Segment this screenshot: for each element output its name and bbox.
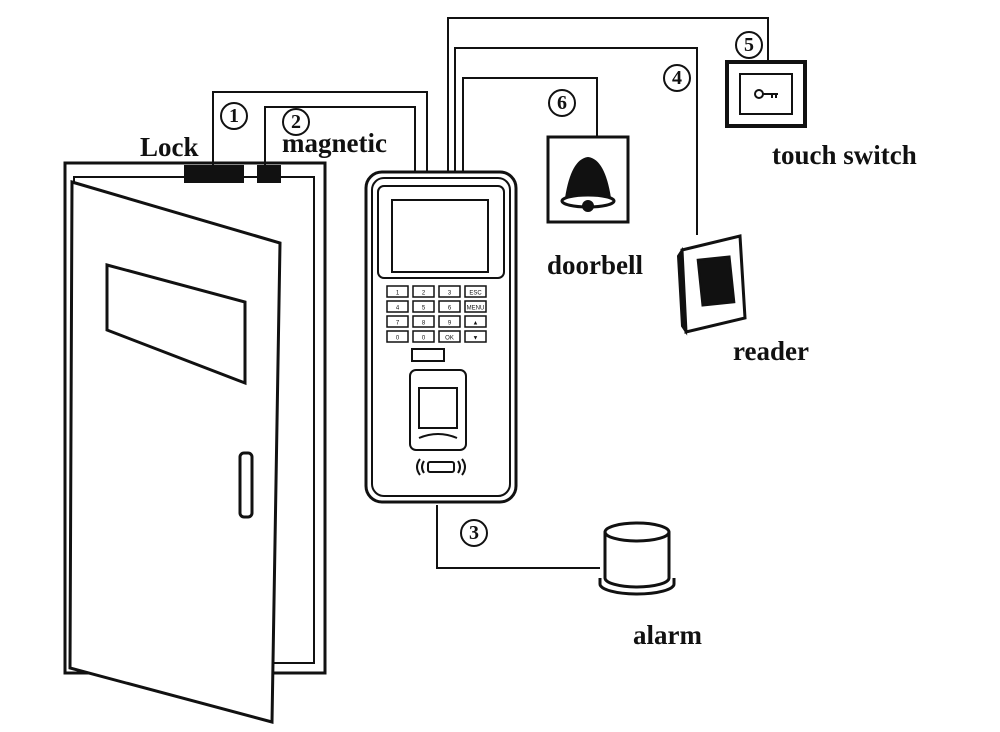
- keypad-key-label: ESC: [469, 291, 482, 297]
- keypad-key: [464, 315, 487, 328]
- connection-4-badge: 4: [663, 64, 691, 92]
- connection-1-badge: 1: [220, 102, 248, 130]
- reader-label: reader: [733, 336, 809, 366]
- keypad-key-label: 8: [422, 321, 426, 327]
- keypad-key: [438, 285, 461, 298]
- keypad-key-label: MENU: [467, 306, 485, 312]
- wire-2-magnetic: [264, 106, 416, 172]
- keypad-key-label: OK: [445, 336, 454, 342]
- fingerprint-sensor: [418, 387, 458, 429]
- lock-block: [184, 165, 244, 183]
- wire-6-doorbell: [462, 77, 598, 172]
- alarm-label: alarm: [633, 620, 702, 650]
- fingerprint-terminal: 1 2 3 ESC 4 5 6 MENU 7 8 9 ▲ 0 0 OK ▼: [364, 170, 518, 504]
- keypad-key: [412, 285, 435, 298]
- keypad-key: [412, 330, 435, 343]
- keypad-key: [412, 300, 435, 313]
- keypad-key-label: 9: [448, 321, 452, 327]
- keypad-key: [412, 315, 435, 328]
- device-screen: [391, 199, 489, 273]
- keypad-key-label: 4: [396, 306, 400, 312]
- touch-switch-label: touch switch: [772, 140, 917, 170]
- keypad-key: [386, 300, 409, 313]
- keypad-key-label: 7: [396, 321, 400, 327]
- keypad-key-label: 3: [448, 291, 452, 297]
- keypad-key-label: 6: [448, 306, 452, 312]
- keypad-key: [438, 330, 461, 343]
- connection-2-badge: 2: [282, 108, 310, 136]
- keypad-key: [464, 285, 487, 298]
- keypad-key: [386, 315, 409, 328]
- doorbell-icon: [546, 135, 630, 224]
- keypad-key: [464, 330, 487, 343]
- card-reader-icon: [676, 234, 747, 336]
- door-window: [105, 263, 247, 386]
- wire-3-alarm: [436, 505, 600, 569]
- doorbell-label: doorbell: [547, 250, 644, 280]
- keypad-key-label: 5: [422, 306, 426, 312]
- alarm-icon: [598, 521, 676, 596]
- connection-3-badge: 3: [460, 519, 488, 547]
- touch-switch-icon: [725, 60, 807, 128]
- connection-6-badge: 6: [548, 89, 576, 117]
- keypad-key: [386, 330, 409, 343]
- keypad-key-label: 0: [396, 336, 400, 342]
- keypad-key: [438, 315, 461, 328]
- connection-5-badge: 5: [735, 31, 763, 59]
- door-handle: [238, 451, 254, 519]
- keypad-key-label: 1: [396, 291, 400, 297]
- keypad-key-label: 2: [422, 291, 426, 297]
- door-leaf: [68, 179, 282, 724]
- keypad-key-label: ▼: [473, 336, 479, 342]
- keypad-key: [464, 300, 487, 313]
- magnetic-block: [257, 165, 281, 183]
- keypad-key: [386, 285, 409, 298]
- keypad-key-label: ▲: [473, 321, 479, 327]
- keypad-key: [438, 300, 461, 313]
- lock-label: Lock: [140, 132, 199, 162]
- wire-5-touch-switch: [447, 17, 769, 172]
- wire-4-reader: [454, 47, 698, 235]
- keypad-key-label: 0: [422, 336, 426, 342]
- wire-1-lock: [212, 91, 428, 172]
